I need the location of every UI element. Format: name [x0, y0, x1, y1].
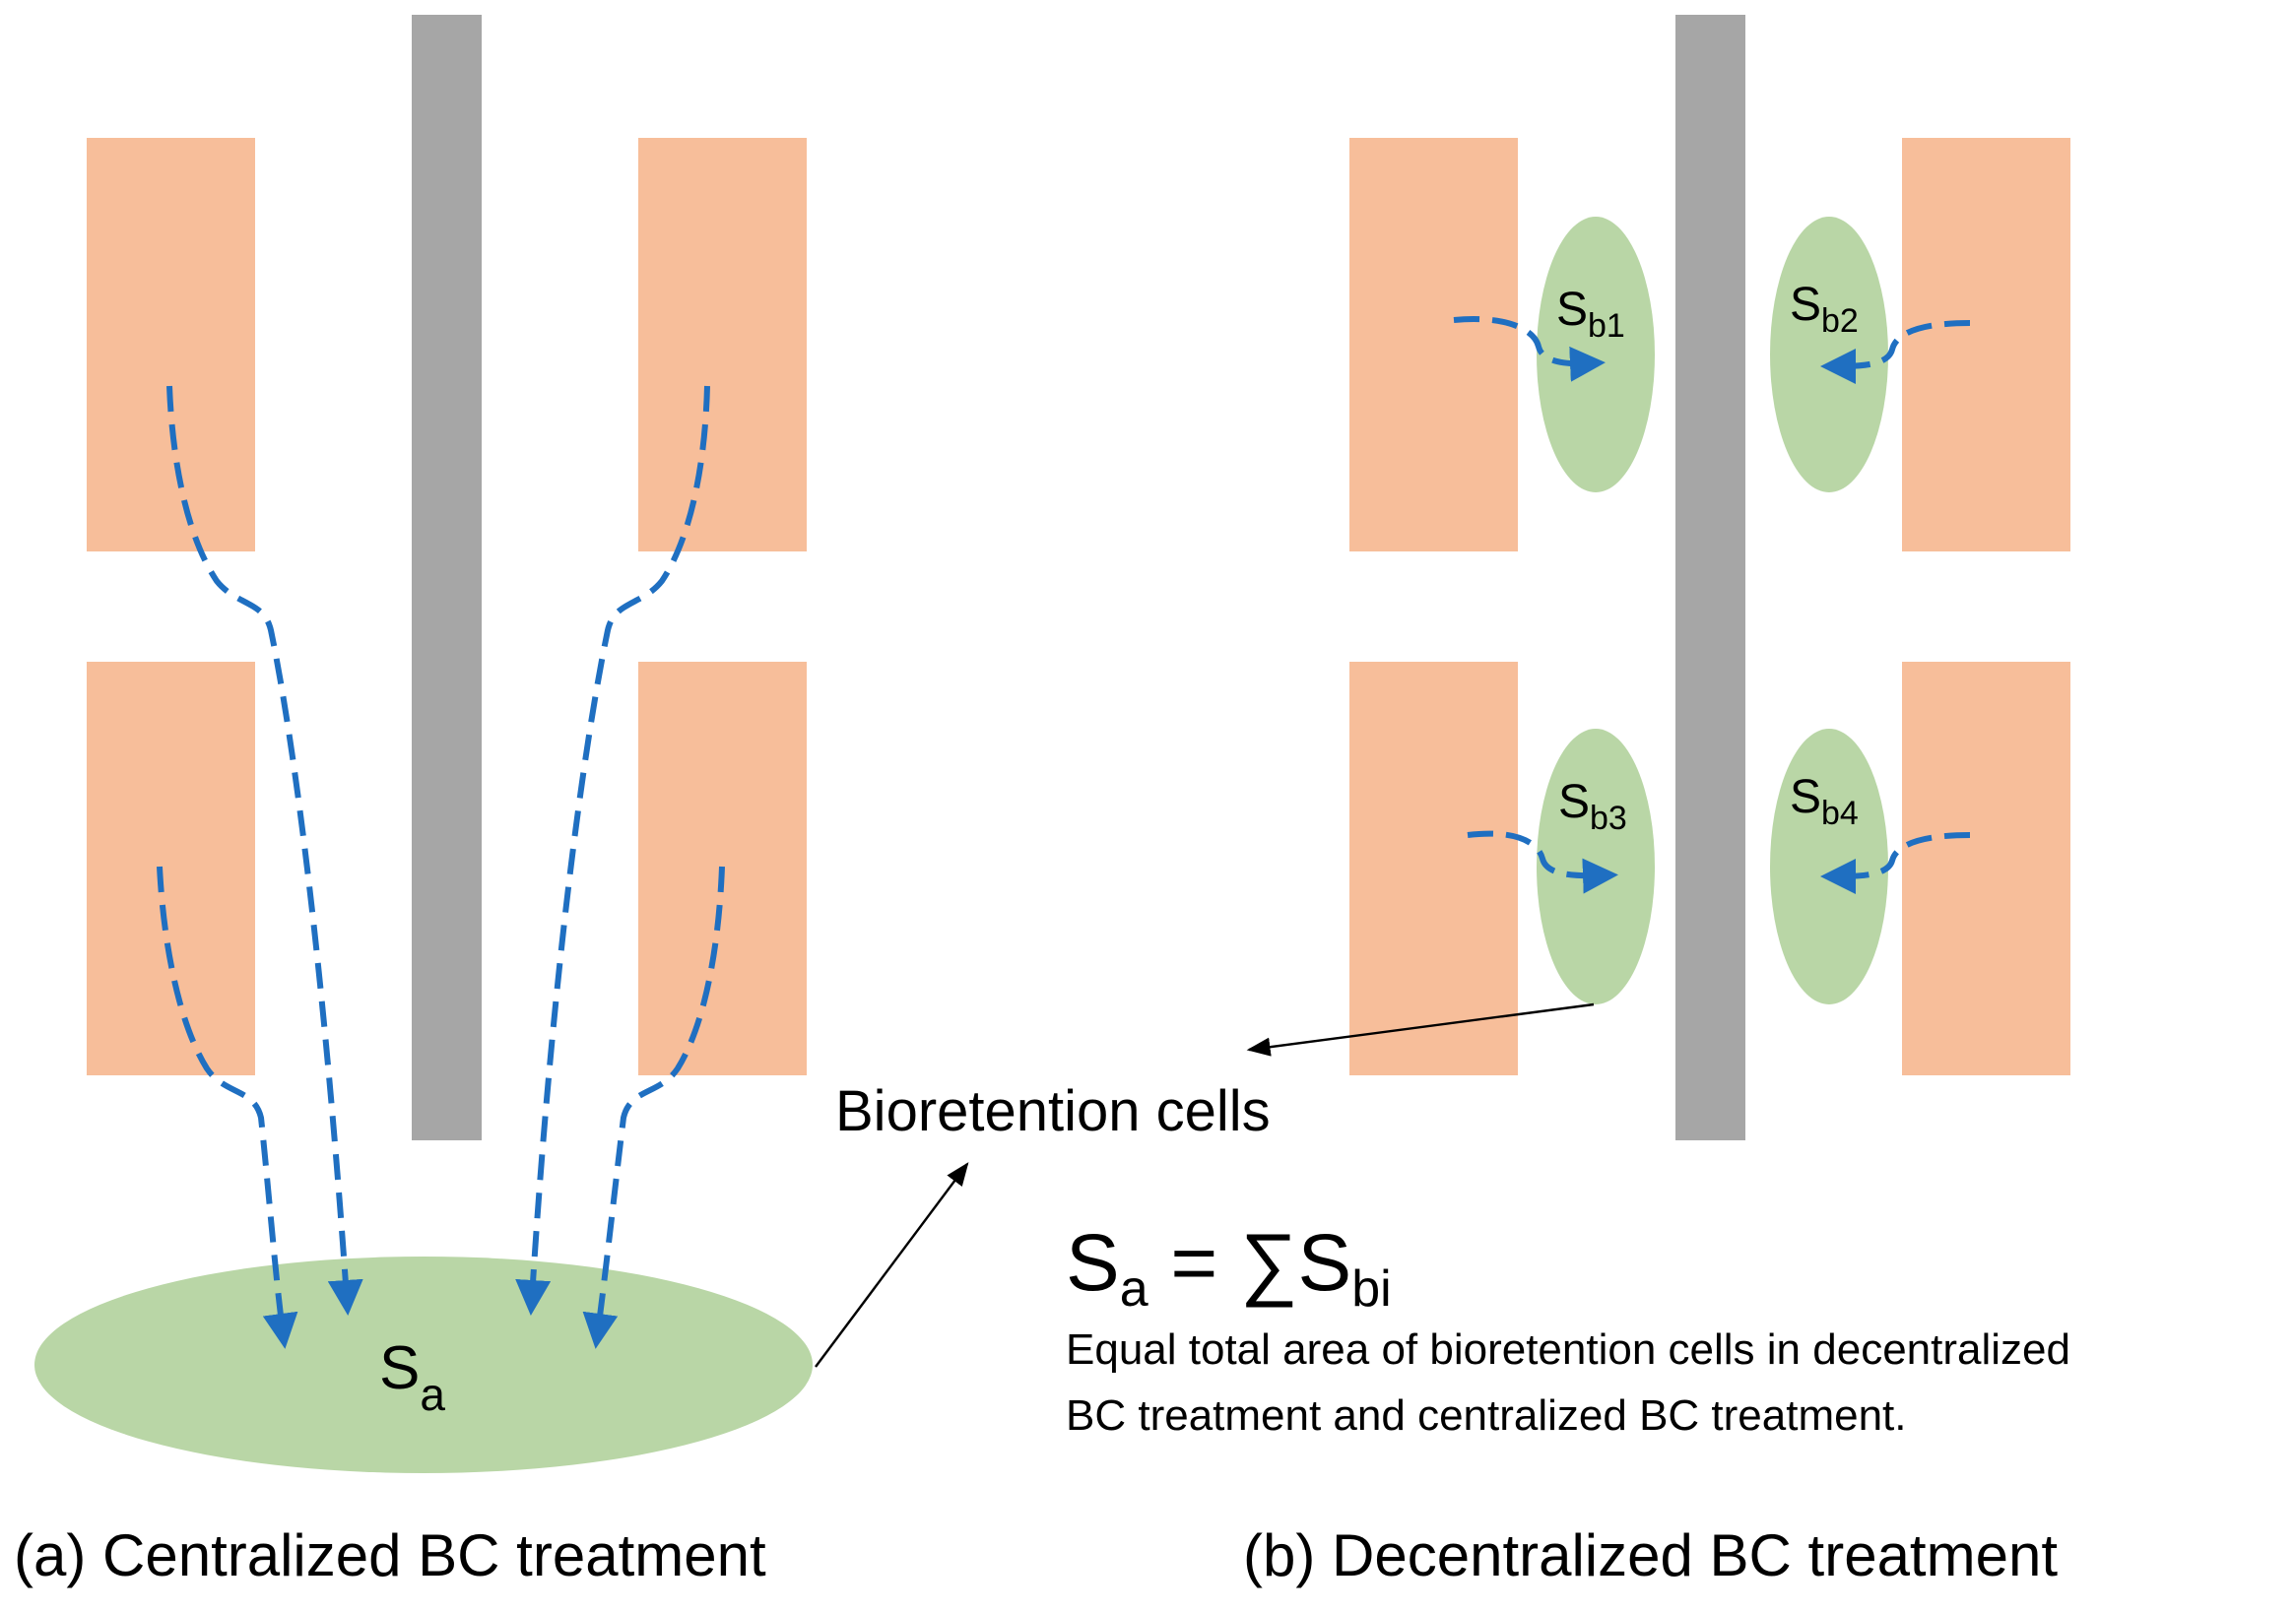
pointer-arrow-to-label [815, 1162, 969, 1368]
caption-a: (a) Centralized BC treatment [14, 1522, 766, 1588]
building-a-top-left [87, 138, 255, 551]
area-equation: Sa = ∑Sbi [1066, 1218, 1392, 1318]
equation: Sa = ∑Sbi Equal total area of bioretenti… [1066, 1218, 2070, 1440]
building-b-bottom-left [1349, 662, 1518, 1075]
runoff-flow-path [166, 385, 363, 1316]
runoff-flow-path [515, 385, 710, 1316]
runoff-flow-path [157, 866, 298, 1349]
cell-label-b3: Sb3 [1558, 776, 1627, 837]
runoff-flow-path [582, 866, 725, 1349]
building-b-bottom-right [1902, 662, 2070, 1075]
centralized-bioretention-cell [34, 1257, 813, 1473]
pointer-arrow-to-label [1246, 1002, 1595, 1057]
bioretention-cell-b2 [1770, 217, 1888, 492]
cell-label-b2: Sb2 [1790, 279, 1859, 340]
building-a-top-right [638, 138, 807, 551]
building-b-top-right [1902, 138, 2070, 551]
panel-b: Sb1 Sb2 Sb3 Sb4 (b) Decentralized BC tre… [1243, 15, 2070, 1588]
runoff-flow-path [1820, 320, 1971, 384]
runoff-flow-path [1467, 830, 1618, 894]
building-a-bottom-left [87, 662, 255, 1075]
road-a [412, 15, 482, 1140]
callout-label: Bioretention cells [835, 1079, 1271, 1143]
callout: Bioretention cells [815, 1002, 1595, 1368]
panel-a: Sa (a) Centralized BC treatment [14, 15, 813, 1588]
runoff-flow-path [1820, 832, 1971, 894]
equation-note-line-1: Equal total area of bioretention cells i… [1066, 1325, 2070, 1374]
equation-note-line-2: BC treatment and centralized BC treatmen… [1066, 1391, 1907, 1440]
centralized-cell-label: Sa [379, 1334, 445, 1420]
caption-b: (b) Decentralized BC treatment [1243, 1522, 2058, 1588]
cell-label-b4: Sb4 [1790, 771, 1859, 832]
bioretention-cell-b4 [1770, 729, 1888, 1004]
building-b-top-left [1349, 138, 1518, 551]
runoff-flow-path [1453, 316, 1606, 382]
bioretention-cell-b1 [1537, 217, 1655, 492]
road-b [1675, 15, 1745, 1140]
bioretention-cell-b3 [1537, 729, 1655, 1004]
cell-label-b1: Sb1 [1556, 284, 1625, 345]
